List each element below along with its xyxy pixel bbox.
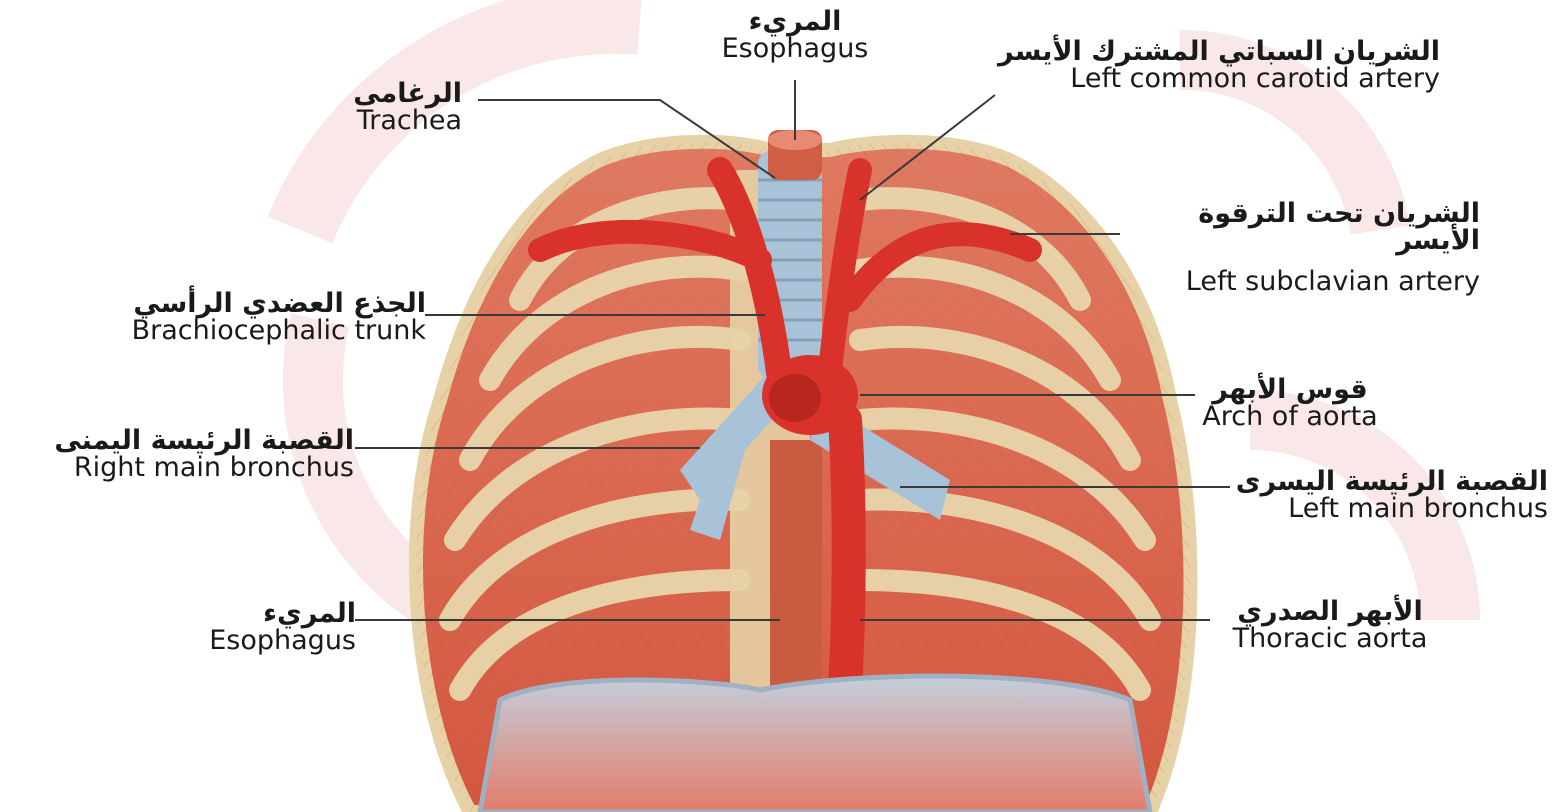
label-ar: الرغامى [300,80,462,107]
label-en: Trachea [300,107,462,134]
label-ar: الشريان السباتي المشترك الأيسر [960,38,1440,65]
label-en: Esophagus [700,35,890,62]
label-arch-of-aorta: قوس الأبهر Arch of aorta [1185,376,1395,430]
label-en: Esophagus [170,627,356,654]
label-ar: قوس الأبهر [1185,376,1395,403]
label-ar: الأبهر الصدري [1210,598,1450,625]
label-en: Right main bronchus [0,454,354,481]
label-thoracic-aorta: الأبهر الصدري Thoracic aorta [1210,598,1450,652]
label-ar: المريء [700,8,890,35]
label-en: Left common carotid artery [960,65,1440,92]
label-left-main-bronchus: القصبة الرئيسة اليسرى Left main bronchus [1230,468,1548,522]
label-en: Left main bronchus [1230,495,1548,522]
label-brachiocephalic: الجذع العضدي الرأسي Brachiocephalic trun… [70,290,426,344]
label-en: Thoracic aorta [1210,625,1450,652]
label-en: Arch of aorta [1185,403,1395,430]
label-left-subclavian: الشريان تحت الترقوة الأيسر Left subclavi… [1120,200,1480,295]
label-ar: القصبة الرئيسة اليسرى [1230,468,1548,495]
label-en: Left subclavian artery [1120,268,1480,295]
label-trachea: الرغامى Trachea [300,80,462,134]
label-ar: الشريان تحت الترقوة الأيسر [1120,200,1480,254]
label-ar: الجذع العضدي الرأسي [70,290,426,317]
label-left-common-carotid: الشريان السباتي المشترك الأيسر Left comm… [960,38,1440,92]
label-ar: المريء [170,600,356,627]
label-right-main-bronchus: القصبة الرئيسة اليمنى Right main bronchu… [0,427,354,481]
label-en: Brachiocephalic trunk [70,317,426,344]
label-ar: القصبة الرئيسة اليمنى [0,427,354,454]
label-esophagus-top: المريء Esophagus [700,8,890,62]
label-esophagus-bottom: المريء Esophagus [170,600,356,654]
